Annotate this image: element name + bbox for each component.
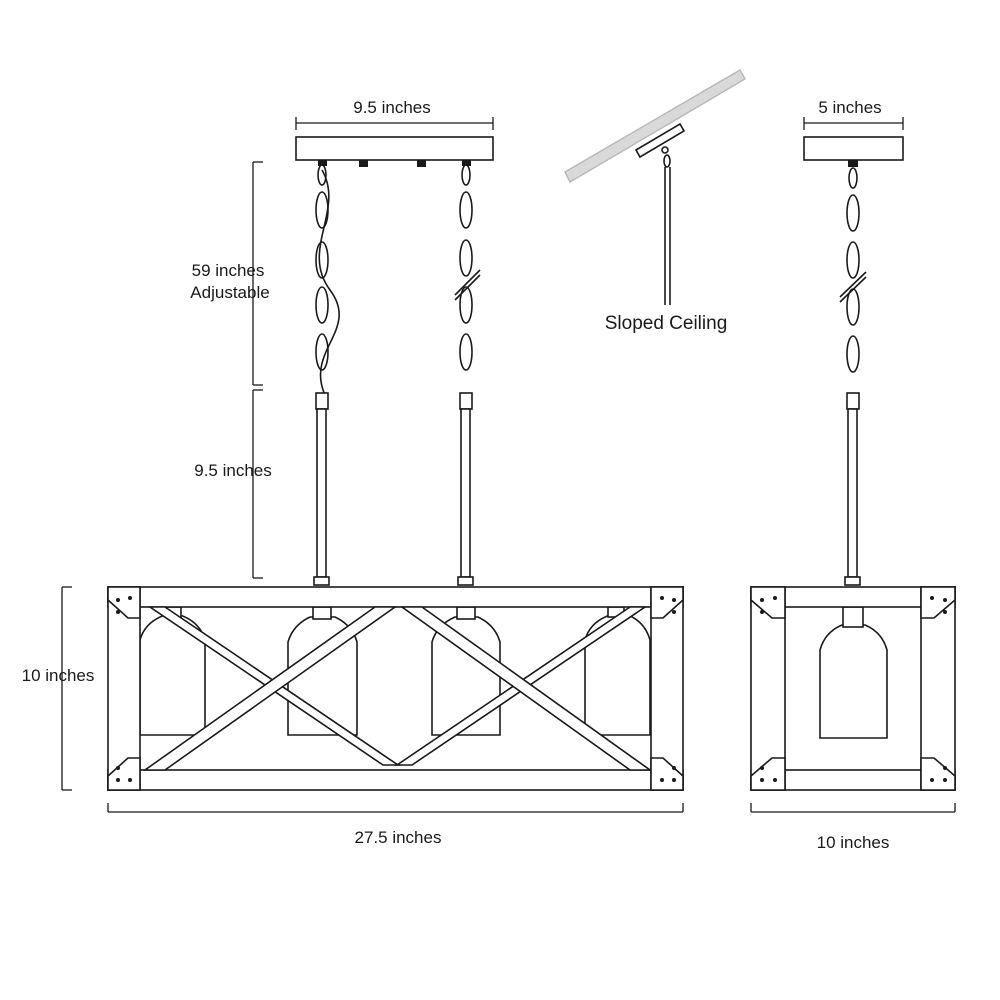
sloped-ceiling-beam <box>564 69 746 183</box>
down-rods <box>313 408 474 586</box>
chain-length-dimension-line <box>252 161 263 386</box>
side-width-label: 10 inches <box>817 833 890 852</box>
side-chain <box>839 167 867 410</box>
front-view: 9.5 inches <box>22 98 684 847</box>
body-height-label: 10 inches <box>22 666 95 685</box>
canopy-width-dimension-line <box>295 117 494 130</box>
body-length-dimension-line <box>107 803 684 813</box>
shade-1 <box>139 606 206 736</box>
front-frame <box>107 586 684 791</box>
rod-length-label: 9.5 inches <box>194 461 272 480</box>
side-frame <box>750 586 956 791</box>
corner-plates <box>107 586 684 791</box>
sloped-ceiling-detail: Sloped Ceiling <box>564 69 746 334</box>
body-height-dimension-line <box>61 586 72 791</box>
body-length-label: 27.5 inches <box>355 828 442 847</box>
ceiling-canopy <box>295 136 494 161</box>
side-shade <box>819 606 888 739</box>
side-canopy-width-label: 5 inches <box>818 98 881 117</box>
chain-adjustable-label: Adjustable <box>190 283 269 302</box>
side-width-dimension-line <box>750 803 956 813</box>
side-view: 5 inches <box>750 98 956 852</box>
shade-3 <box>431 606 501 736</box>
chain-length-label: 59 inches <box>192 261 265 280</box>
sloped-ceiling-label: Sloped Ceiling <box>605 313 728 334</box>
right-chain <box>454 164 481 410</box>
canopy-screws <box>318 160 471 167</box>
left-chain <box>315 164 340 410</box>
side-canopy-width-dimension-line <box>803 117 904 130</box>
rod-length-dimension-line <box>252 389 263 579</box>
side-ceiling-canopy <box>803 136 904 161</box>
canopy-width-label: 9.5 inches <box>353 98 431 117</box>
